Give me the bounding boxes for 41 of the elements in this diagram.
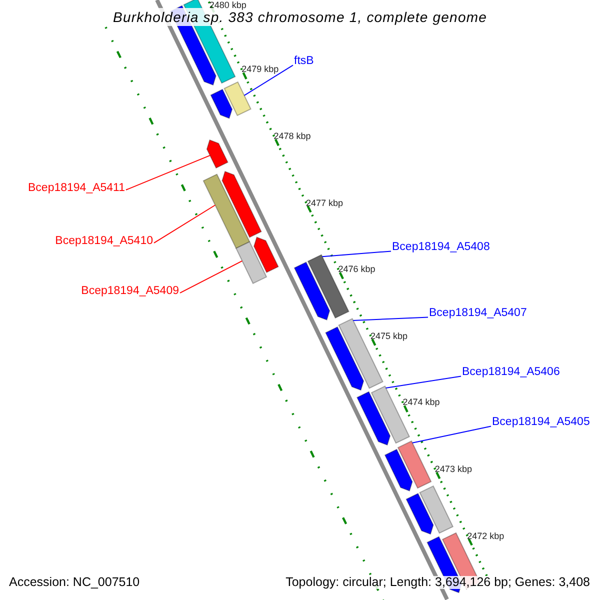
leader-line [385,376,462,388]
leader-line [180,260,243,294]
gene-block [406,492,434,535]
gene-block [206,139,228,169]
gene-block [294,262,330,321]
gene-label: Bcep18194_A5410 [55,236,153,248]
gene-label: Bcep18194_A5409 [81,286,179,298]
gene-label: ftsB [294,56,314,68]
gene-block [397,440,432,489]
scale-label: 2476 kbp [338,265,376,274]
leader-line [412,426,492,444]
scale-label: 2473 kbp [434,464,472,474]
gene-block [384,448,413,492]
scale-label: 2478 kbp [274,132,311,141]
scale-label: 2472 kbp [467,532,504,541]
genome-info-text: Topology: circular; Length: 3,694,126 bp; Genes: 3,408 [286,576,590,588]
accession-text: Accession: NC_007510 [9,576,140,588]
scale-label: 2480 kbp [209,1,246,10]
gene-block [253,236,279,274]
scale-label: 2475 kbp [370,332,408,341]
scale-label: 2477 kbp [306,198,344,208]
gene-block [235,241,268,284]
gene-block [419,485,454,534]
gene-label: Bcep18194_A5405 [492,417,590,428]
leader-line [322,250,392,258]
gene-block [222,170,262,238]
leader-line [126,154,210,190]
gene-block [325,326,364,391]
gene-label: Bcep18194_A5406 [462,367,560,378]
gene-label: Bcep18194_A5407 [429,308,527,320]
leader-line [244,64,294,96]
scale-label: 2479 kbp [242,65,279,74]
gene-block [210,88,233,119]
gene-block [224,81,252,116]
leader-line [352,316,428,321]
scale-label: 2474 kbp [402,398,440,408]
gene-block [202,174,250,249]
leader-line [154,204,216,244]
gene-label: Bcep18194_A5408 [392,242,490,254]
gene-label: Bcep18194_A5411 [28,183,125,194]
gene-block [356,391,391,446]
